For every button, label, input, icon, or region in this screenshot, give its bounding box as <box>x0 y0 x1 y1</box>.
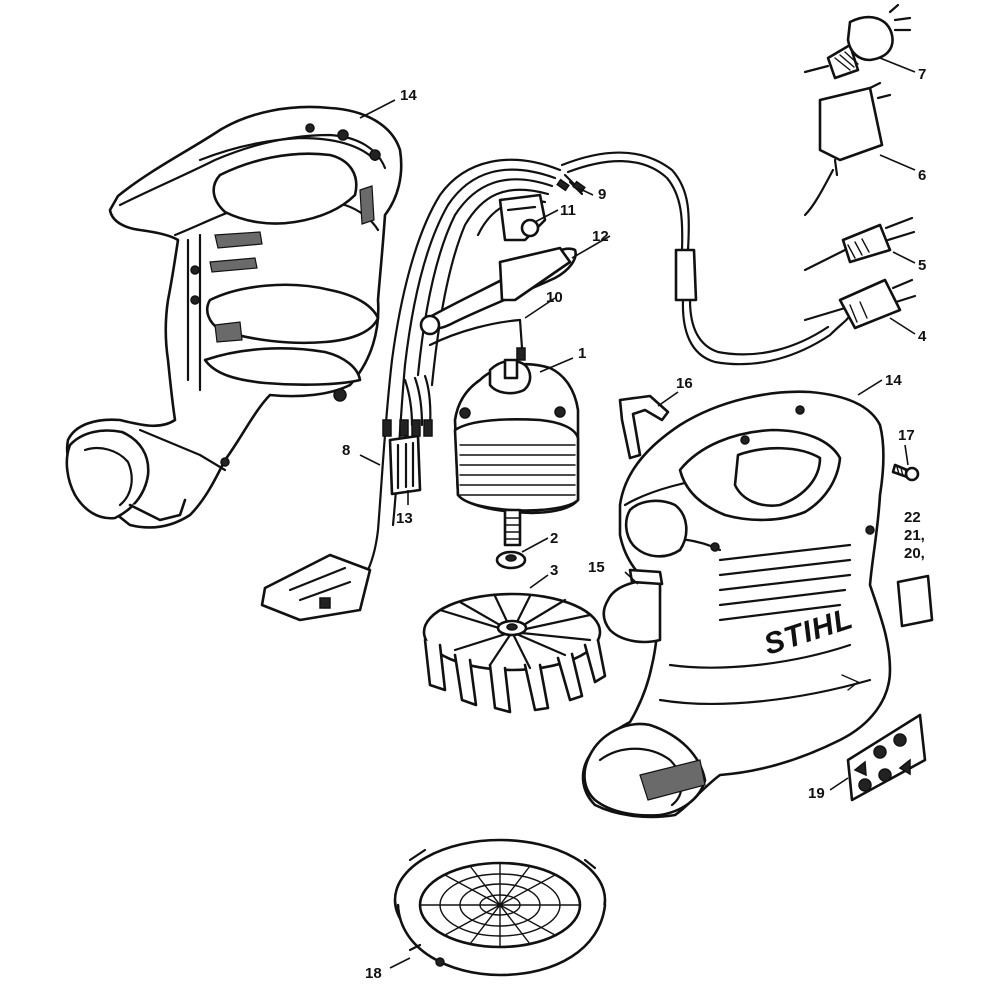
screw <box>891 463 920 482</box>
rating-plate <box>896 574 934 628</box>
leader-lines <box>359 57 916 969</box>
callout-5: 5 <box>918 257 926 274</box>
intake-tube <box>602 568 664 644</box>
callout-17: 17 <box>898 427 915 444</box>
callout-labels: 1 2 3 4 5 6 7 8 9 10 11 12 13 14 14 15 1… <box>342 66 927 982</box>
plug-5-euro <box>803 216 916 272</box>
callout-22: 22 <box>904 509 921 526</box>
callout-18: 18 <box>365 965 382 982</box>
housing-half-left <box>65 105 403 529</box>
housing-right-assembly <box>581 390 892 819</box>
callout-2: 2 <box>550 530 558 547</box>
hook-part <box>618 394 670 460</box>
callout-19: 19 <box>808 785 825 802</box>
callout-10: 10 <box>546 289 563 306</box>
callout-7: 7 <box>918 66 926 83</box>
callout-20: 20, <box>904 545 925 562</box>
callout-1: 1 <box>578 345 586 362</box>
washer <box>495 550 527 570</box>
trigger-lever <box>419 246 577 336</box>
switch <box>498 193 547 242</box>
wiring-harness <box>338 151 850 602</box>
fan-impeller <box>422 592 607 714</box>
callout-14-right: 14 <box>885 372 902 389</box>
intake-grille <box>393 838 607 977</box>
callout-4: 4 <box>918 328 927 345</box>
callout-12: 12 <box>592 228 609 245</box>
plug-4-schuko <box>803 278 917 330</box>
connector-wire <box>428 318 526 361</box>
terminal-block <box>382 374 433 496</box>
callout-3: 3 <box>550 562 558 579</box>
plug-7-australian <box>803 3 912 80</box>
callout-6: 6 <box>918 167 926 184</box>
callout-15: 15 <box>588 559 605 576</box>
callout-8: 8 <box>342 442 350 459</box>
warning-label <box>846 713 927 802</box>
callout-21: 21, <box>904 527 925 544</box>
callout-16: 16 <box>676 375 693 392</box>
callout-14-left: 14 <box>400 87 417 104</box>
plug-6-uk <box>803 81 892 217</box>
callout-13: 13 <box>396 510 413 527</box>
motor <box>453 358 580 547</box>
callout-9: 9 <box>598 186 606 203</box>
cable-connector <box>260 553 372 622</box>
callout-11: 11 <box>560 202 576 219</box>
